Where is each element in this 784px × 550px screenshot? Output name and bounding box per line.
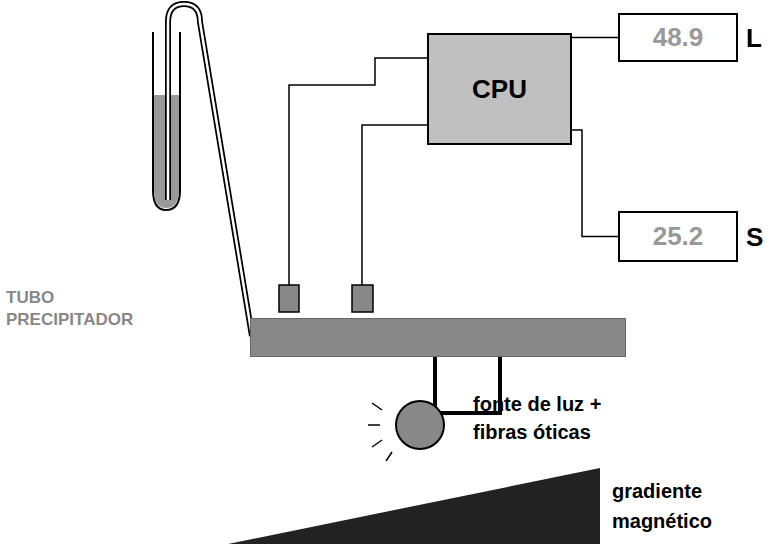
siphon-tube [168,4,252,336]
part-label: fonte de luz + fibras óticas [473,390,638,446]
display-letter: L [746,22,762,53]
gradient-wedge [228,468,600,544]
part-label: TUBO PRECIPITADOR [6,287,166,331]
light-source-circle [395,400,445,450]
wire [572,130,618,237]
cpu-label: CPU [472,74,527,105]
sensor [352,285,373,312]
display-letter: S [746,221,763,252]
siphon-tube-bore [168,4,252,336]
cpu-node: CPU [427,33,572,145]
display-node: 25.2S [618,211,738,262]
wire [362,125,427,285]
sensor [279,285,299,312]
light-rays [368,403,392,461]
display-value: 48.9 [653,22,704,53]
bar-node: TUBO PRECIPITADOR [250,318,626,357]
part-label: gradiente magnético [612,476,730,536]
wire [289,58,427,285]
light-node: fonte de luz + fibras óticas [395,400,445,450]
wire [572,37,618,39]
display-node: 48.9L [618,13,738,62]
gradient-node: gradiente magnético [228,468,600,544]
display-value: 25.2 [653,221,704,252]
